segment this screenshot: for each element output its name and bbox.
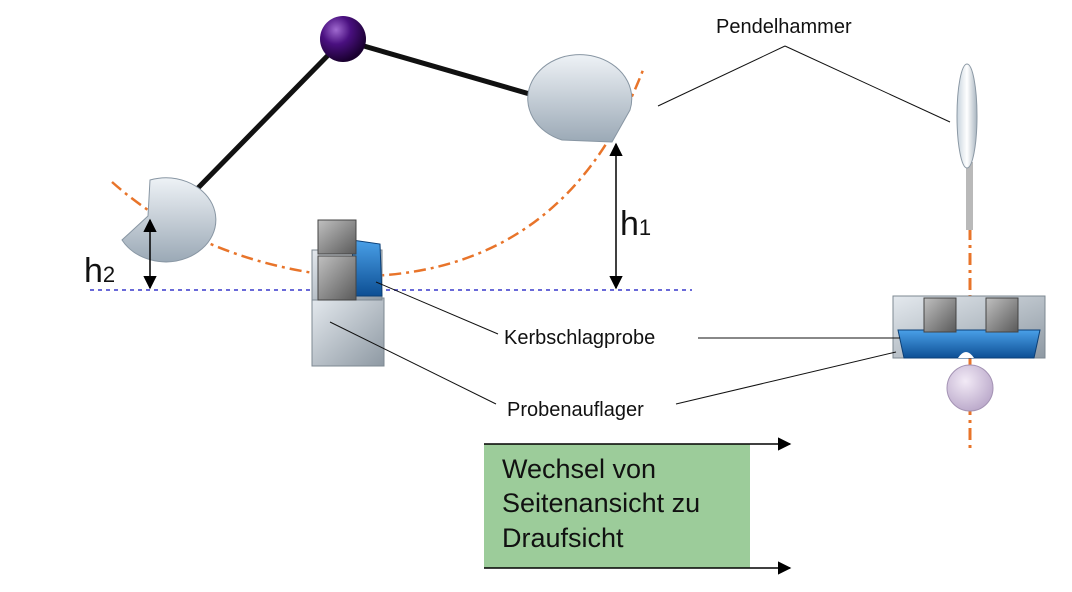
leader-specimen-left bbox=[375, 281, 499, 335]
view-change-line-2: Seitenansicht zu bbox=[502, 488, 700, 518]
hammer-head-right bbox=[527, 54, 633, 143]
leader-pendulum-right bbox=[784, 45, 951, 123]
pivot-ball bbox=[320, 16, 366, 62]
hammer-head-left bbox=[121, 177, 217, 263]
pivot-ball-topview bbox=[946, 364, 994, 412]
h1-label: h1 bbox=[620, 205, 651, 243]
rod-left bbox=[194, 38, 345, 192]
view-change-line-3: Draufsicht bbox=[502, 523, 624, 553]
view-change-line-1: Wechsel von bbox=[502, 454, 656, 484]
hammer-disk-topview bbox=[956, 63, 978, 169]
pendulum-hammer-label: Pendelhammer bbox=[716, 16, 852, 38]
specimen-support-label: Probenauflager bbox=[507, 399, 644, 421]
notched-specimen-label: Kerbschlagprobe bbox=[504, 327, 655, 349]
view-change-box bbox=[484, 444, 750, 568]
h2-label: h2 bbox=[84, 252, 115, 290]
hammer-shaft-topview bbox=[966, 162, 973, 230]
leader-support-left bbox=[329, 321, 497, 405]
anvil-blocks-side bbox=[317, 219, 357, 301]
specimen-support-topview bbox=[892, 295, 1046, 359]
leader-pendulum-left bbox=[657, 45, 786, 107]
leader-support-right bbox=[675, 351, 897, 405]
